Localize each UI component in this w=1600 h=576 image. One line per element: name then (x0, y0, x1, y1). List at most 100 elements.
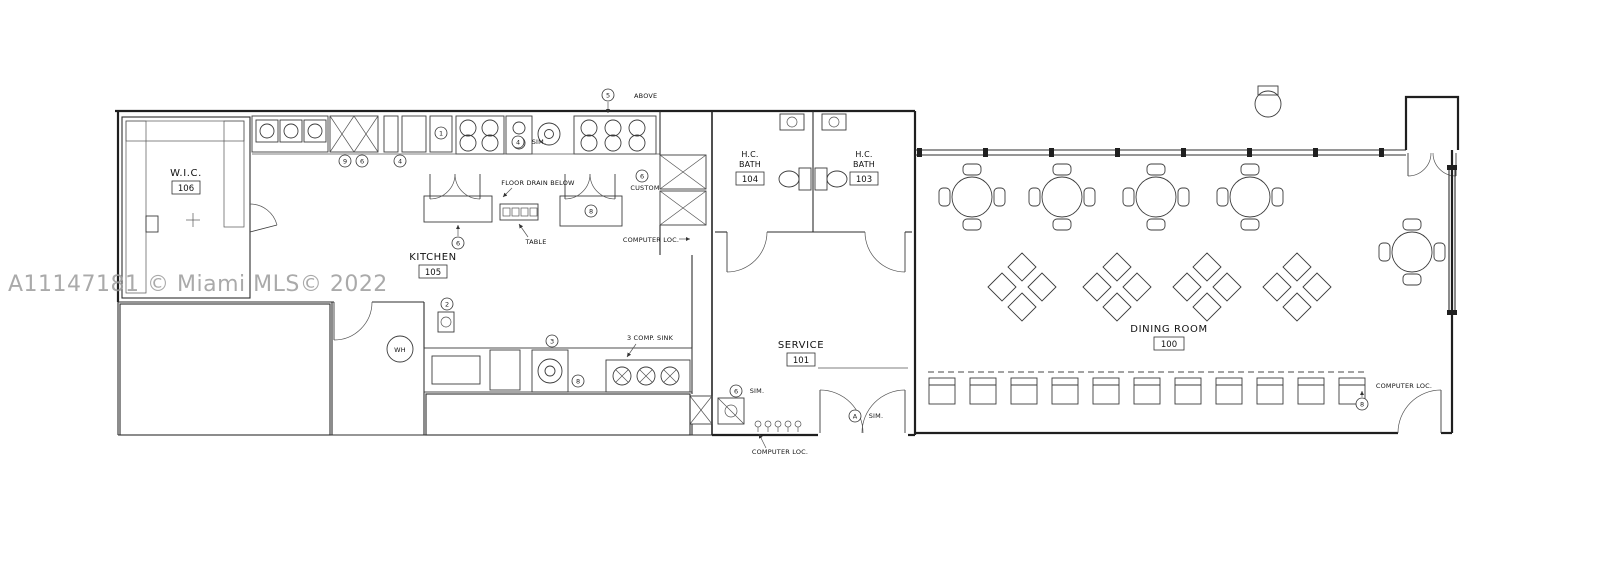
service-entry-doors (818, 367, 908, 434)
stock-pot (537, 122, 561, 146)
water-heater: WH (386, 335, 414, 363)
utility-area: WH (118, 301, 455, 435)
room-number-dining: 100 (1161, 340, 1177, 350)
svg-text:8: 8 (576, 377, 580, 385)
svg-text:BATH: BATH (739, 160, 761, 169)
dining-table-round (1378, 218, 1446, 286)
custom-units (659, 111, 707, 435)
keynote-8-island: 8 (584, 204, 598, 218)
svg-text:4: 4 (516, 138, 520, 146)
note-above: ABOVE (634, 92, 657, 100)
ware-wash-row (423, 347, 693, 393)
svg-text:6: 6 (456, 239, 460, 247)
room-number-kitchen: 105 (425, 268, 441, 278)
entry-vestibule (1404, 95, 1460, 177)
wic-door-leaf (249, 224, 278, 233)
three-comp-sink (605, 359, 691, 393)
double-sink (329, 115, 379, 153)
room-number-wic: 106 (178, 184, 194, 194)
keynote-3: 3 (545, 334, 559, 348)
svg-text:2: 2 (445, 300, 449, 308)
dish-machine (489, 349, 521, 391)
mls-watermark: A11147181 © Miami MLS© 2022 (8, 272, 388, 297)
note-computer-loc-service: COMPUTER LOC. (752, 448, 808, 456)
patio-left (119, 303, 331, 436)
room-number-service: 101 (793, 356, 809, 366)
dining-table-cluster (1082, 252, 1152, 322)
room-label-dining: DINING ROOM (1130, 324, 1207, 335)
service-building: H.C. BATH 104 H.C. BATH 103 SERVICE 101 (712, 111, 917, 437)
bath103-door-swing (864, 231, 906, 273)
keynote-4: 4 (393, 154, 407, 168)
keynote-6: 6 (355, 154, 369, 168)
note-computer-loc-kitchen: COMPUTER LOC. (623, 236, 679, 244)
mop-sink (689, 395, 713, 425)
burner-stand (531, 349, 569, 393)
room-wic: W.I.C. 106 (121, 116, 278, 299)
svg-text:6: 6 (640, 172, 644, 180)
bath104-sink (779, 113, 805, 131)
keynote-6-sim: 6 (729, 384, 743, 398)
svg-text:A: A (853, 412, 858, 420)
dining-table-cluster (1262, 252, 1332, 322)
dining-table-cluster (1172, 252, 1242, 322)
patio-right (425, 393, 691, 436)
prep-island (423, 195, 623, 227)
floor-outlets (754, 420, 802, 432)
svg-text:3: 3 (550, 337, 554, 345)
dining-door-swing (1397, 389, 1442, 434)
dining-building: DINING ROOM 100 (915, 85, 1460, 435)
wic-door-swing (249, 203, 278, 226)
svg-text:SIM.: SIM. (869, 412, 884, 420)
svg-text:5: 5 (606, 91, 610, 99)
keynote-9: 9 (338, 154, 352, 168)
keynotes: 9 6 4 1 5 4 SIM. 6 6 8 2 3 8 6 SIM. A SI… (338, 88, 1369, 423)
bath103-sink (821, 113, 847, 131)
bath104-door-swing (726, 231, 768, 273)
dining-table-round (1216, 163, 1284, 231)
range-6-burner (573, 115, 657, 155)
annotations: ABOVE FLOOR DRAIN BELOW TABLE CUSTOM COM… (455, 92, 1432, 456)
svg-text:4: 4 (398, 157, 402, 165)
svg-text:6: 6 (734, 387, 738, 395)
room-number-bath103: 103 (856, 175, 872, 185)
svg-text:1: 1 (439, 129, 443, 137)
service-sink (717, 397, 745, 425)
keynote-8-dining: 8 (1355, 397, 1369, 411)
wic-fixture (145, 215, 159, 233)
keynote-5: 5 (601, 88, 615, 102)
window-mullions (917, 148, 1384, 157)
bath103-toilet (814, 167, 848, 191)
svg-text:SIM.: SIM. (750, 387, 765, 395)
room-label-service: SERVICE (778, 340, 824, 351)
room-label-kitchen: KITCHEN (409, 252, 457, 263)
keynote-6-custom: 6 (635, 169, 649, 183)
svg-text:WH: WH (394, 346, 406, 354)
svg-text:BATH: BATH (853, 160, 875, 169)
utility-door-swing (333, 301, 373, 341)
note-table: TABLE (524, 238, 546, 246)
keynote-4-sim: 4 (511, 135, 525, 149)
room-label-wic: W.I.C. (170, 168, 202, 179)
kitchen-building: W.I.C. 106 (115, 109, 915, 436)
svg-text:6: 6 (360, 157, 364, 165)
svg-text:H.C.: H.C. (855, 150, 872, 159)
svg-text:8: 8 (1360, 400, 1364, 408)
note-comp-sink: 3 COMP. SINK (627, 334, 674, 342)
range-4-burner (455, 115, 505, 155)
svg-text:8: 8 (589, 207, 593, 215)
shelving-top (125, 120, 245, 142)
keynote-1: 1 (434, 126, 448, 140)
cook-line-equipment (251, 115, 660, 155)
keynote-6-island: 6 (451, 236, 465, 250)
keynote-8-row: 8 (571, 374, 585, 388)
kitchen-swing-doors (429, 173, 616, 200)
keynote-2: 2 (440, 297, 454, 311)
dining-table-cluster (987, 252, 1057, 322)
exterior-table (1254, 85, 1282, 118)
note-floor-drain: FLOOR DRAIN BELOW (501, 179, 575, 187)
shelving-right (223, 120, 245, 228)
room-bath-103: H.C. BATH 103 (814, 113, 906, 273)
